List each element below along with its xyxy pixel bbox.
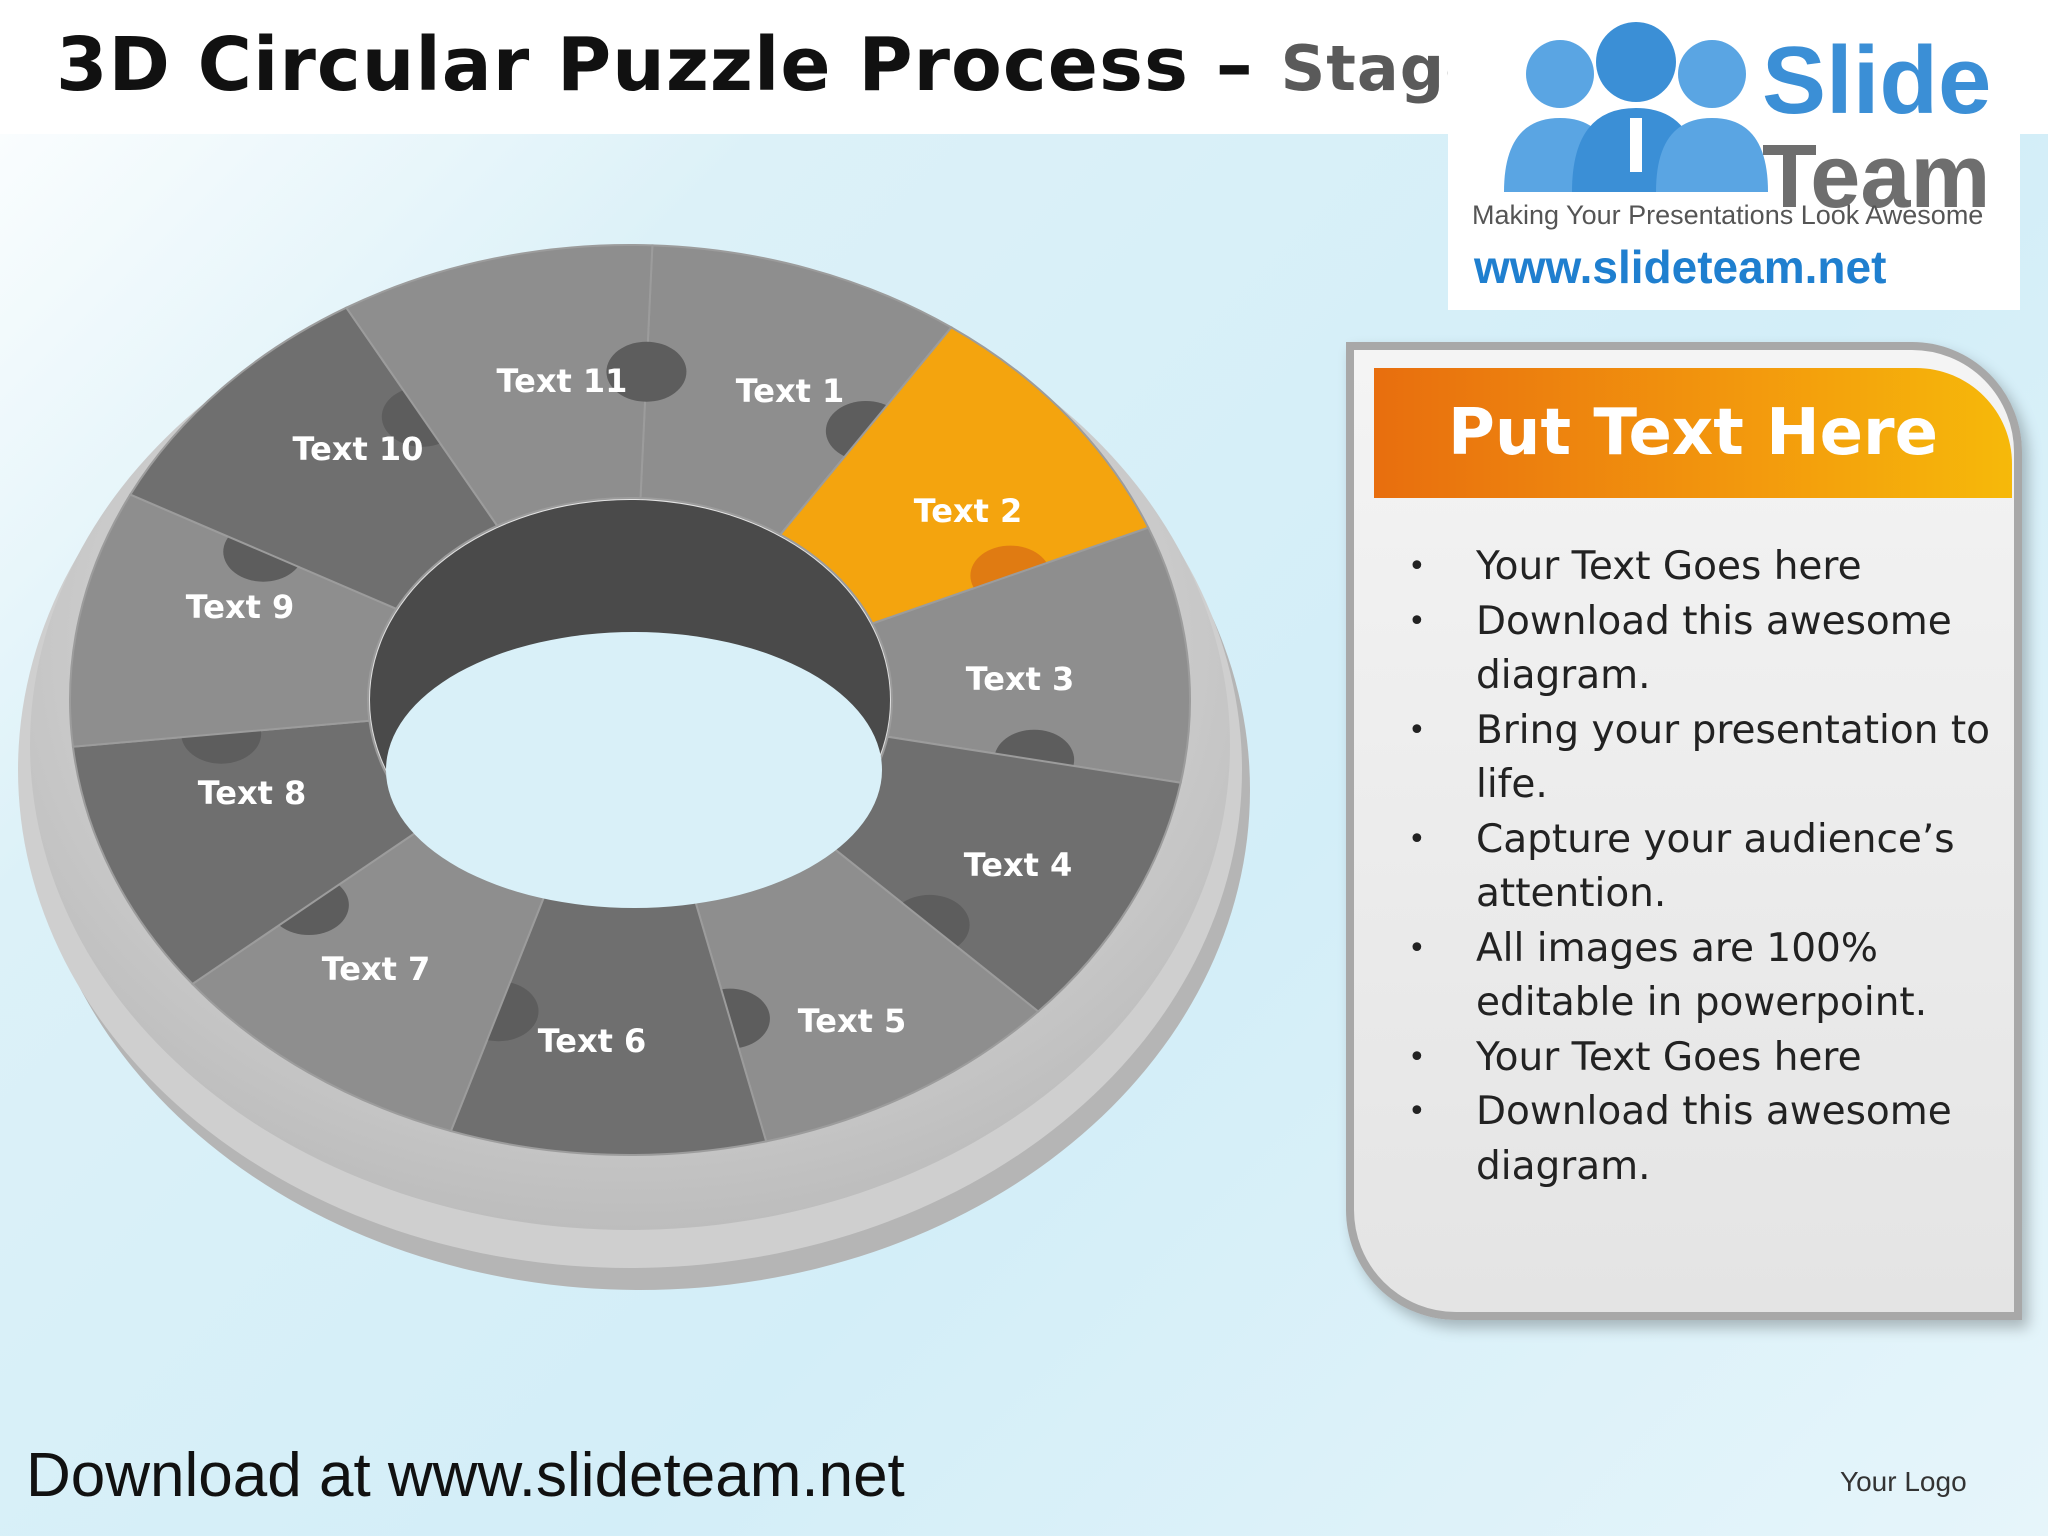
bullet-item: • Capture your audience’s attention. bbox=[1390, 813, 1990, 922]
bullet-text: Download this awesome diagram. bbox=[1476, 598, 1952, 699]
puzzle-segment bbox=[639, 244, 953, 536]
logo-word-team: Team bbox=[1762, 127, 1991, 227]
people-logo-icon bbox=[1504, 22, 1768, 192]
bullet-dot-icon: • bbox=[1408, 549, 1426, 584]
panel-header: Put Text Here bbox=[1374, 368, 2012, 498]
bullet-dot-icon: • bbox=[1408, 712, 1426, 748]
slideteam-logo: Slide Team Making Your Presentations Loo… bbox=[1448, 18, 2020, 310]
puzzle-knob bbox=[606, 341, 687, 402]
puzzle-segment bbox=[344, 244, 654, 528]
title-main-text: 3D Circular Puzzle Process – bbox=[56, 22, 1281, 108]
puzzle-segment bbox=[778, 326, 1150, 625]
segment-label: Text 10 bbox=[293, 430, 424, 468]
bullet-dot-icon: • bbox=[1408, 1094, 1426, 1129]
bullet-item: • Download this awesome diagram. bbox=[1390, 595, 1990, 704]
bullet-dot-icon: • bbox=[1408, 603, 1426, 639]
bullet-item: • Bring your presentation to life. bbox=[1390, 704, 1990, 813]
segment-label: Text 1 bbox=[736, 372, 845, 410]
text-panel: Put Text Here • Your Text Goes here • Down… bbox=[1346, 342, 2022, 1320]
bullet-dot-icon: • bbox=[1408, 930, 1426, 966]
panel-title: Put Text Here bbox=[1448, 396, 1938, 470]
logo-word-slide: Slide bbox=[1762, 27, 1992, 134]
bullet-text: Bring your presentation to life. bbox=[1476, 707, 1990, 808]
bullet-item: • Download this awesome diagram. bbox=[1390, 1085, 1990, 1194]
puzzle-segment bbox=[871, 526, 1191, 784]
bullet-item: • All images are 100% editable in powerpo… bbox=[1390, 922, 1990, 1031]
bullet-item: • Your Text Goes here bbox=[1390, 540, 1990, 595]
logo-url: www.slideteam.net bbox=[1474, 241, 1887, 293]
puzzle-segment bbox=[69, 493, 398, 748]
segment-label: Text 7 bbox=[322, 950, 431, 988]
bullet-text: Capture your audience’s attention. bbox=[1476, 816, 1955, 917]
segment-label: Text 6 bbox=[538, 1022, 647, 1060]
segment-label: Text 4 bbox=[964, 846, 1073, 884]
logo-tagline: Making Your Presentations Look Awesome bbox=[1472, 200, 1984, 230]
segment-label: Text 3 bbox=[966, 660, 1075, 698]
bullet-text: Your Text Goes here bbox=[1476, 1034, 1862, 1080]
puzzle-segment bbox=[128, 306, 499, 611]
puzzle-segments bbox=[69, 244, 1191, 1156]
segment-labels: Text 1 Text 2 Text 3 Text 4 Text 5 Text 6 Text… bbox=[186, 362, 1075, 1060]
bullet-list: • Your Text Goes here • Download this awes… bbox=[1390, 540, 1990, 1194]
segment-label: Text 2 bbox=[914, 492, 1023, 530]
your-logo-placeholder: Your Logo bbox=[1840, 1466, 1967, 1497]
bullet-dot-icon: • bbox=[1408, 821, 1426, 857]
bullet-text: Download this awesome diagram. bbox=[1476, 1089, 1952, 1189]
download-footer: Download at www.slideteam.net bbox=[26, 1441, 905, 1510]
bullet-text: Your Text Goes here bbox=[1476, 544, 1862, 589]
segment-label: Text 8 bbox=[198, 774, 307, 812]
bullet-text: All images are 100% editable in powerpoi… bbox=[1476, 925, 1928, 1026]
segment-label: Text 5 bbox=[798, 1002, 907, 1040]
segment-label: Text 9 bbox=[186, 588, 295, 626]
inner-hole bbox=[386, 632, 882, 908]
segment-label: Text 11 bbox=[497, 362, 628, 400]
bullet-dot-icon: • bbox=[1408, 1039, 1426, 1075]
bullet-item: • Your Text Goes here bbox=[1390, 1031, 1990, 1086]
